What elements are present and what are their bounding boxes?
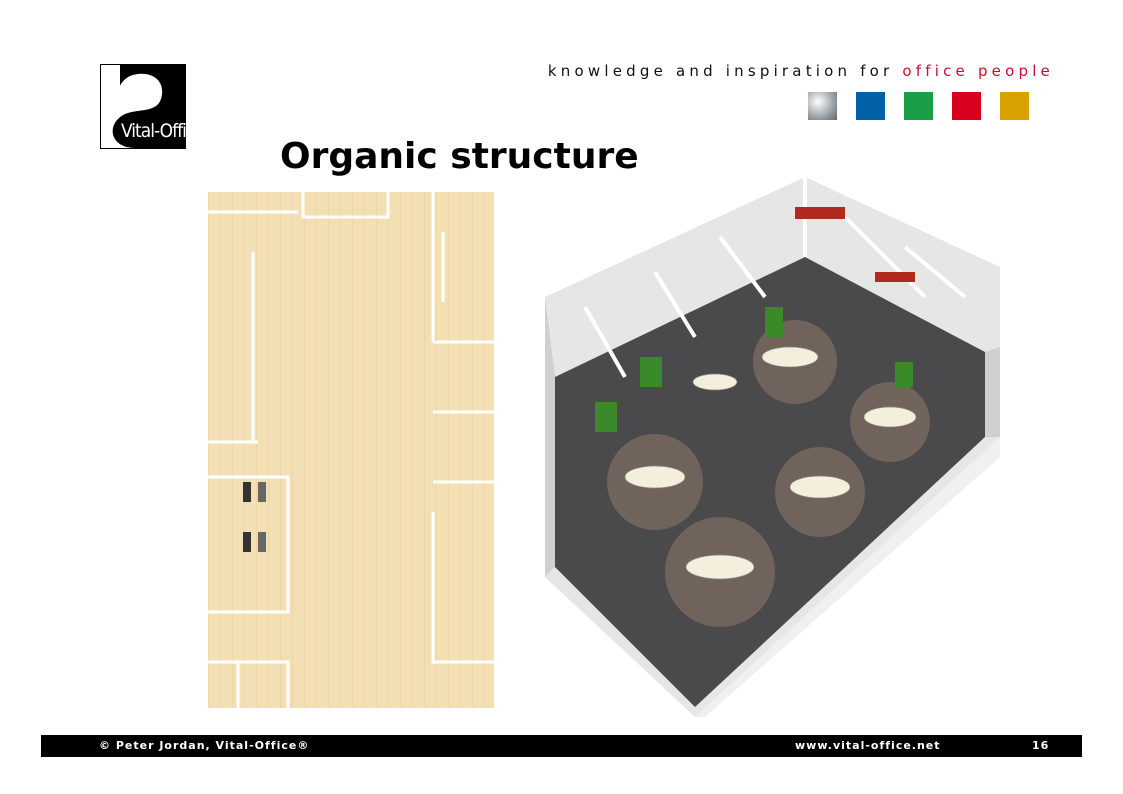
color-square-blue [856, 92, 885, 120]
footer-copyright: © Peter Jordan, Vital-Office® [99, 739, 310, 752]
logo-text: Vital-Office® [121, 120, 221, 142]
slide-title: Organic structure [280, 136, 639, 177]
footer-bar: © Peter Jordan, Vital-Office® www.vital-… [41, 735, 1082, 757]
color-square-red [952, 92, 981, 120]
tagline-prefix: knowledge and inspiration for [547, 62, 894, 80]
footer-url[interactable]: www.vital-office.net [795, 739, 941, 752]
color-square-green [904, 92, 933, 120]
office-3d-render-image [545, 177, 1000, 717]
color-square-silver [808, 92, 837, 120]
page-number: 16 [1032, 739, 1050, 752]
color-square-gold [1000, 92, 1029, 120]
floor-plan-image: (function(){ var g=document.getElementBy… [208, 192, 494, 708]
vital-office-logo [100, 64, 186, 149]
tagline-highlight: office people [902, 62, 1054, 80]
tagline: knowledge and inspiration for office peo… [548, 62, 1054, 80]
